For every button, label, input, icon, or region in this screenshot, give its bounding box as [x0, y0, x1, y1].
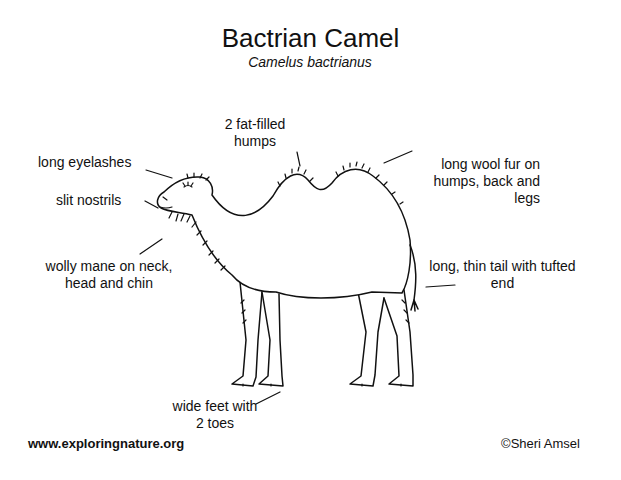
website-credit: www.exploringnature.org [28, 436, 248, 452]
scientific-name: Camelus bactrianus [160, 54, 460, 71]
camel-tail [410, 245, 416, 300]
leader-line [297, 152, 300, 166]
part-label: long, thin tail with tufted end [425, 258, 580, 292]
part-label: slit nostrils [56, 192, 148, 209]
camel-body [157, 169, 410, 298]
copyright-credit: ©Sheri Amsel [440, 436, 580, 452]
camel-nostril [163, 197, 167, 200]
tail-tuft [411, 300, 418, 311]
part-label: 2 fat-filled humps [210, 116, 300, 150]
leader-line [140, 239, 162, 254]
woolly-mane [169, 173, 225, 270]
leader-line [145, 201, 158, 208]
camel-toes [243, 384, 401, 386]
leg-fur [241, 300, 409, 323]
part-label: wolly mane on neck, head and chin [44, 258, 174, 292]
camel-leg [350, 292, 384, 386]
leader-line [384, 151, 412, 163]
part-label: long wool fur on humps, back and legs [410, 156, 540, 206]
camel-mouth [160, 207, 172, 208]
hump-fur [278, 162, 403, 204]
diagram-title: Bactrian Camel [0, 24, 621, 53]
leader-line [426, 285, 455, 287]
part-label: long eyelashes [38, 154, 148, 171]
eyelashes [183, 182, 193, 186]
camel-leg [384, 290, 413, 386]
part-label: wide feet with 2 toes [170, 398, 260, 432]
camel-leg [259, 292, 283, 386]
leader-line [256, 392, 280, 404]
leader-line [146, 170, 172, 178]
camel-leg [232, 282, 262, 386]
